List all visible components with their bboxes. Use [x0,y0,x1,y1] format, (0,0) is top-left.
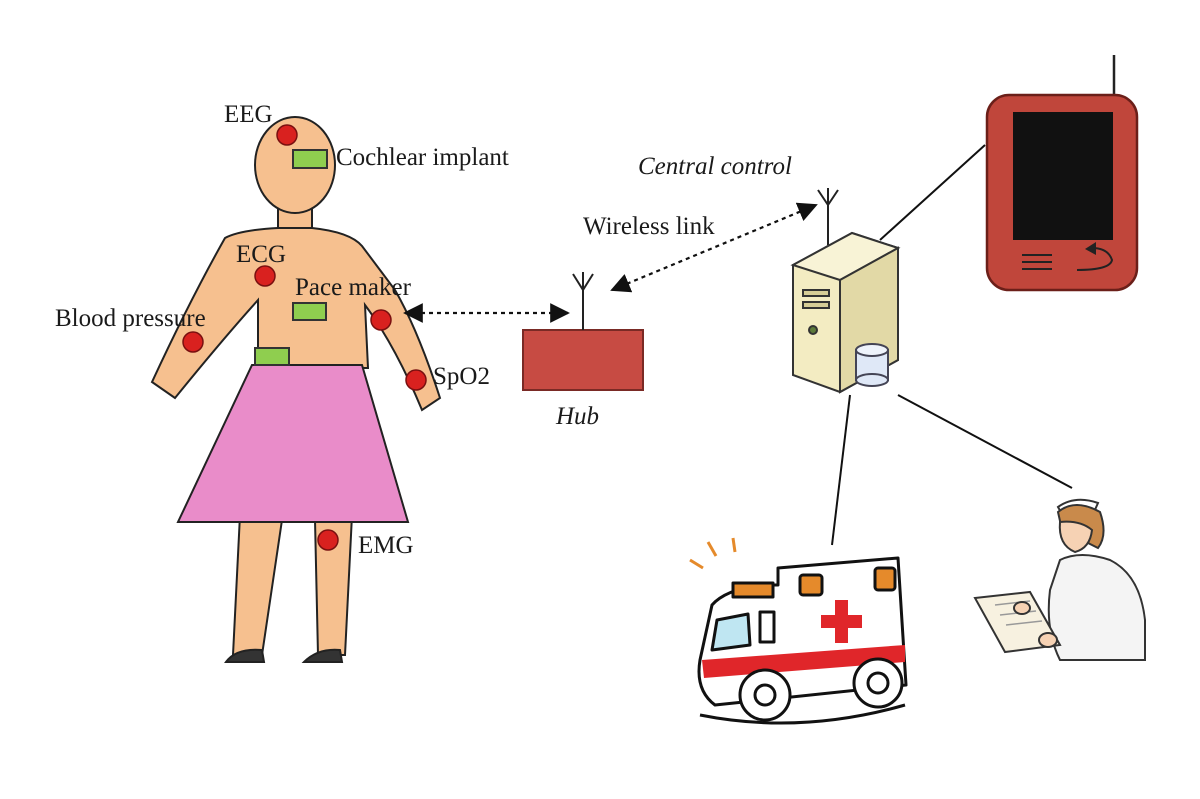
pace-maker-label: Pace maker [295,274,412,301]
waist-implant-icon [254,347,290,366]
wireless-link-label: Wireless link [583,213,715,240]
implant-devices [254,149,328,366]
cochlear-implant-label: Cochlear implant [336,144,509,171]
wireless-link-line [610,202,818,293]
server-nurse-link [897,394,1073,489]
pace-maker-icon [292,302,327,321]
central-control-label: Central control [638,153,792,180]
server-ambulance-link [831,394,851,546]
server-tablet-link [879,144,986,241]
cochlear-implant-icon [292,149,328,169]
tablet-device-icon [985,55,1139,292]
hub-label: Hub [555,403,599,430]
ecg-sensor [254,265,276,287]
eeg-sensor [276,124,298,146]
sensor-nodes [182,124,427,551]
hub-box-icon [522,272,644,391]
arm-sensor [370,309,392,331]
ecg-label: ECG [236,241,286,268]
nurse-icon [973,498,1146,661]
emg-label: EMG [358,532,414,559]
eeg-label: EEG [224,101,273,128]
spo2-label: SpO2 [433,363,490,390]
spo2-sensor [405,369,427,391]
human-body-icon [150,116,442,663]
emg-sensor [317,529,339,551]
ambulance-icon [689,537,908,725]
blood-pressure-label: Blood pressure [55,305,206,332]
server-computer-icon [790,188,901,394]
blood-pressure-sensor [182,331,204,353]
